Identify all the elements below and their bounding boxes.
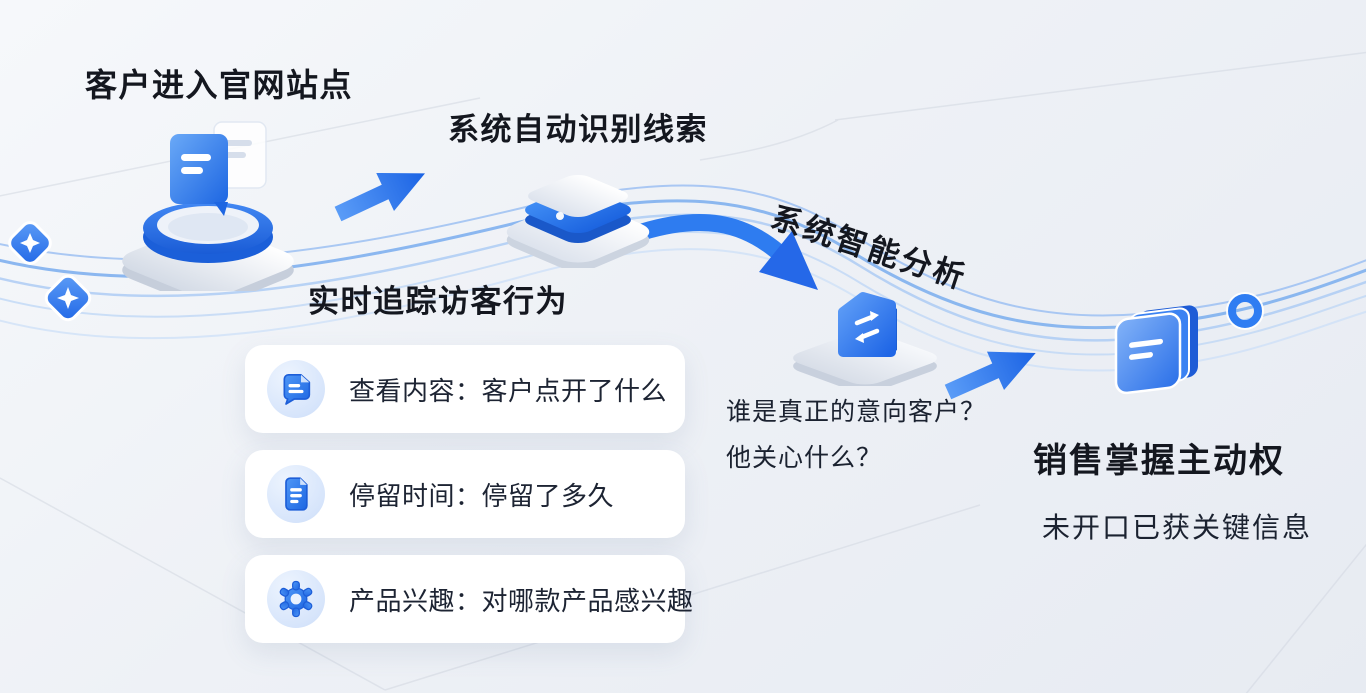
tracking-title: 实时追踪访客行为 xyxy=(308,284,568,319)
ring-marker-icon xyxy=(1226,292,1264,330)
floating-documents-icon xyxy=(170,121,267,216)
ai-tag-3d-icon xyxy=(793,292,937,386)
tracking-card-label: 查看内容：客户点开了什么 xyxy=(349,375,668,406)
step2-title: 系统自动识别线索 xyxy=(448,112,708,147)
analysis-note-line1: 谁是真正的意向客户？ xyxy=(726,398,987,426)
tracking-card-duration: 停留时间：停留了多久 xyxy=(245,450,685,538)
chat-content-icon xyxy=(267,360,325,418)
flow-arrow-3-icon xyxy=(944,351,1036,400)
cards-stack-3d-icon xyxy=(1114,305,1198,395)
sync-arrows-glyph xyxy=(854,311,880,343)
gear-icon xyxy=(267,570,325,628)
tracking-card-list: 查看内容：客户点开了什么 停留时间：停留了多久 xyxy=(245,345,693,660)
website-pedestal-3d-icon xyxy=(122,121,294,291)
diamond-gem-icon xyxy=(44,274,92,322)
tracking-card-interest: 产品兴趣：对哪款产品感兴趣 xyxy=(245,555,693,643)
document-icon xyxy=(267,465,325,523)
flow-arrow-1-icon xyxy=(334,172,426,222)
tracking-card-content: 查看内容：客户点开了什么 xyxy=(245,345,685,433)
step4-subtitle: 未开口已获关键信息 xyxy=(1042,512,1313,543)
tracking-card-label: 产品兴趣：对哪款产品感兴趣 xyxy=(349,585,694,616)
diamond-gem-icon xyxy=(8,221,52,265)
analysis-note-line2: 他关心什么？ xyxy=(726,444,883,472)
flow-arrow-2-icon xyxy=(633,214,818,290)
tracking-card-label: 停留时间：停留了多久 xyxy=(349,480,615,511)
step4-title: 销售掌握主动权 xyxy=(1033,442,1285,480)
lead-box-3d-icon xyxy=(506,175,650,268)
analysis-note: 谁是真正的意向客户？ 他关心什么？ xyxy=(726,389,986,481)
step1-title: 客户进入官网站点 xyxy=(85,67,354,103)
